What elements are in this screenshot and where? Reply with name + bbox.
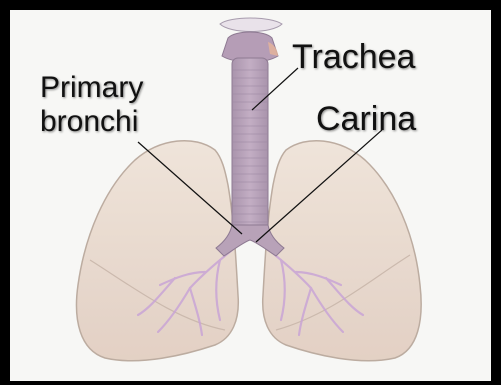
- primary-bronchi-label-line1: Primary: [40, 73, 143, 103]
- right-lung: [263, 141, 421, 361]
- carina-label: Carina: [316, 102, 416, 136]
- diagram-panel: Trachea Carina Primary bronchi: [10, 10, 491, 381]
- trachea-tube: [232, 58, 268, 236]
- primary-bronchi-label-line2: bronchi: [40, 107, 138, 137]
- larynx: [220, 18, 282, 32]
- lungs-diagram: [10, 10, 491, 381]
- trachea-label: Trachea: [292, 40, 415, 74]
